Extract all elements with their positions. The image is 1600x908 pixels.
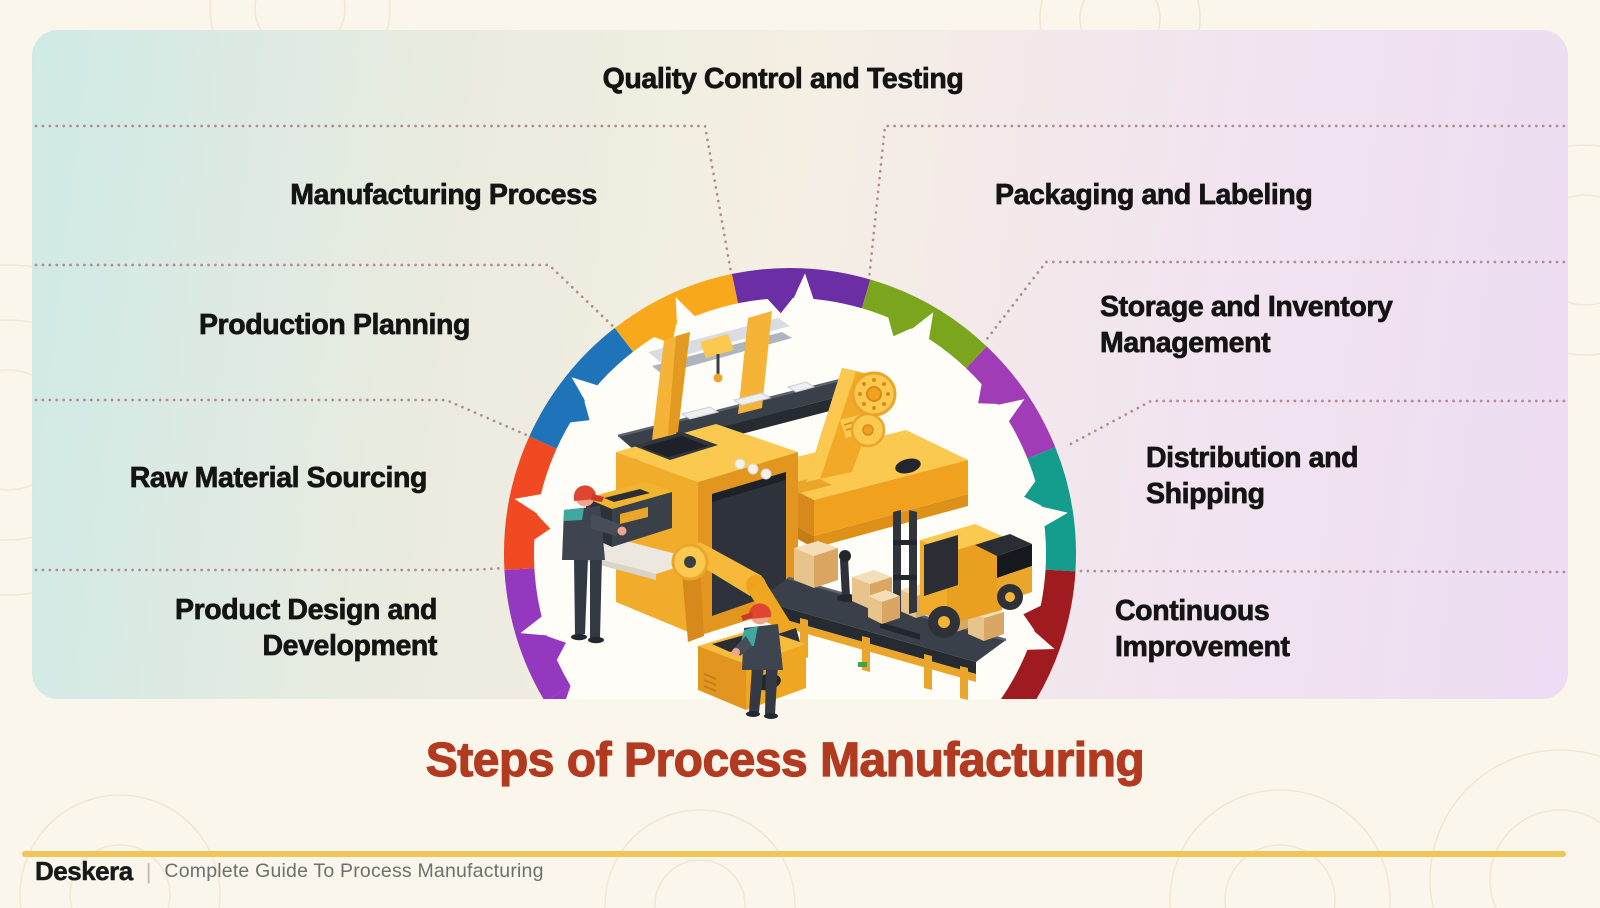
connector-production-planning xyxy=(34,398,533,439)
footer: Deskera | Complete Guide To Process Manu… xyxy=(35,856,544,887)
step-label-distribution: Distribution and Shipping xyxy=(1146,442,1359,511)
connector-distribution-shipping xyxy=(1061,569,1566,574)
ring-notch-cut xyxy=(987,399,1025,431)
ring-notch-cut xyxy=(514,492,552,520)
connector-manufacturing-process xyxy=(34,263,622,335)
ring-notch-point xyxy=(530,510,551,543)
ring-notch-point xyxy=(1023,603,1046,635)
footer-separator: | xyxy=(145,858,152,884)
ring-notch-point xyxy=(764,294,796,314)
connector-packaging-labeling xyxy=(985,260,1566,341)
step-label-product-design: Product Design and Development xyxy=(175,594,438,663)
ring-end-tip xyxy=(548,685,571,699)
ring-notch-point xyxy=(978,379,1003,405)
footer-tagline: Complete Guide To Process Manufacturing xyxy=(164,860,544,882)
ring-notch-point xyxy=(565,396,590,423)
ring-notch-point xyxy=(542,634,566,665)
ring-notch-cut xyxy=(1016,623,1055,651)
connector-storage-inventory xyxy=(1065,399,1566,448)
brand-logo: Deskera xyxy=(35,856,134,887)
step-label-manufacturing: Manufacturing Process xyxy=(290,179,598,212)
ring-notch-cut xyxy=(903,312,934,350)
ring-notch-point xyxy=(1024,477,1046,508)
connector-quality-control-left xyxy=(34,124,734,280)
ring-notch-point xyxy=(887,312,916,337)
footer-rule xyxy=(22,851,1566,857)
step-label-storage: Storage and Inventory Management xyxy=(1100,291,1394,360)
page-title: Steps of Process Manufacturing xyxy=(425,733,1145,787)
process-ring xyxy=(503,267,1076,699)
ring-notch-cut xyxy=(520,609,559,637)
dotted-connectors xyxy=(34,124,1566,574)
step-label-raw-material: Raw Material Sourcing xyxy=(129,462,427,495)
ring-notch-cut xyxy=(789,273,817,310)
connector-raw-material-sourcing xyxy=(34,566,507,572)
step-label-packaging: Packaging and Labeling xyxy=(995,179,1314,212)
ring-notch-cut xyxy=(571,377,608,411)
ring-notch-cut xyxy=(1030,504,1068,532)
step-label-quality-control: Quality Control and Testing xyxy=(602,63,964,96)
step-label-continuous: Continuous Improvement xyxy=(1115,595,1291,664)
step-label-production: Production Planning xyxy=(198,309,471,342)
